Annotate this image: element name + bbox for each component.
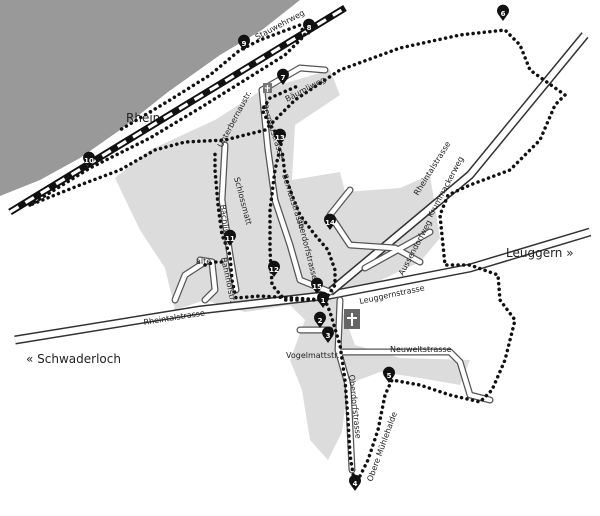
marker-6[interactable]: 6 (497, 4, 509, 21)
railway (8, 5, 347, 215)
svg-text:8: 8 (307, 24, 312, 32)
marker-15[interactable]: 15 (311, 277, 323, 294)
svg-text:7: 7 (281, 74, 286, 82)
svg-text:14: 14 (325, 219, 335, 227)
marker-4[interactable]: 4 (349, 474, 361, 491)
marker-10[interactable]: 10 (83, 151, 95, 168)
marker-1[interactable]: 1 (317, 291, 329, 308)
svg-text:11: 11 (225, 235, 235, 243)
marker-8[interactable]: 8 (303, 18, 315, 35)
marker-5[interactable]: 5 (383, 366, 395, 383)
marker-11[interactable]: 11 (224, 229, 236, 246)
river-label: Rhein (126, 111, 160, 125)
svg-text:5: 5 (387, 372, 392, 380)
label-obere-muhlehalde: Obere Mühlehalde (365, 411, 399, 483)
svg-text:3: 3 (326, 332, 331, 340)
marker-2[interactable]: 2 (314, 311, 326, 328)
marker-9[interactable]: 9 (238, 34, 250, 51)
label-alte: alte (196, 257, 211, 266)
svg-text:9: 9 (242, 40, 247, 48)
marker-7[interactable]: 7 (277, 68, 289, 85)
svg-text:2: 2 (318, 317, 323, 325)
marker-12[interactable]: 12 (268, 260, 280, 277)
marker-14[interactable]: 14 (324, 213, 336, 230)
chapel-icon (263, 83, 272, 93)
marker-3[interactable]: 3 (322, 326, 334, 343)
svg-text:6: 6 (501, 10, 506, 18)
direction-leuggern: Leuggern » (506, 246, 574, 260)
marker-13[interactable]: 13 (274, 128, 286, 145)
svg-text:12: 12 (269, 266, 279, 274)
direction-schwaderloch: « Schwaderloch (26, 352, 121, 366)
label-neuweltstrasse: Neuweltstrasse (390, 345, 452, 354)
svg-text:13: 13 (275, 134, 285, 142)
rhine-river (0, 0, 300, 196)
church-icon (344, 309, 360, 329)
markers: 1 2 3 4 5 6 7 8 9 10 11 12 13 14 15 (83, 4, 509, 491)
secondary-streets (171, 64, 494, 474)
label-vogelmattstr: Vogelmattstr. (286, 351, 339, 360)
svg-text:10: 10 (84, 157, 94, 165)
svg-text:4: 4 (353, 480, 358, 488)
svg-text:15: 15 (312, 283, 322, 291)
svg-text:1: 1 (321, 297, 326, 305)
